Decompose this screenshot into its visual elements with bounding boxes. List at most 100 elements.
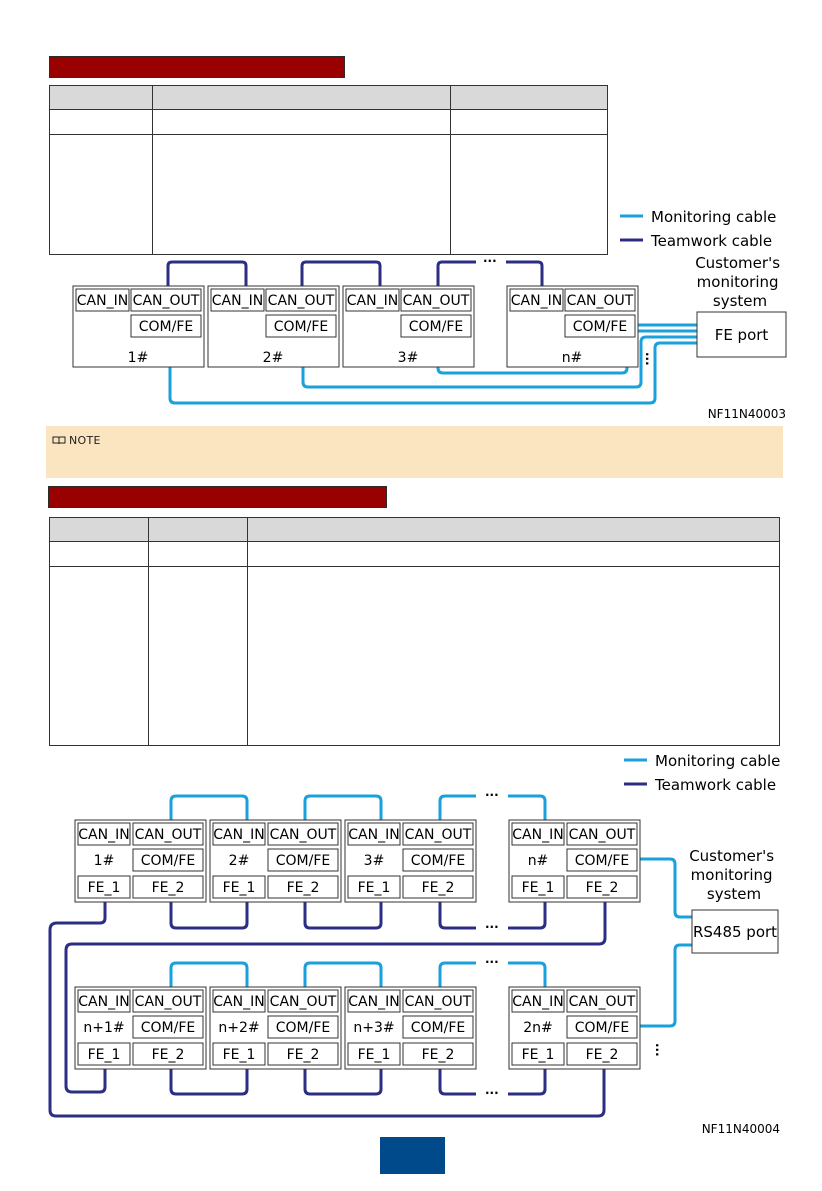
unit-box: CAN_IN CAN_OUT COM/FE 3# xyxy=(342,285,475,368)
unit-label: n# xyxy=(562,350,583,366)
com-fe-port: COM/FE xyxy=(411,853,466,869)
com-fe-port: COM/FE xyxy=(575,853,630,869)
monitoring-cable xyxy=(168,338,697,405)
unit-label: 1# xyxy=(94,853,115,869)
fe1-port: FE_1 xyxy=(522,880,555,896)
fe2-port: FE_2 xyxy=(422,1047,455,1063)
fe2-port: FE_2 xyxy=(287,1047,320,1063)
can-out-port: CAN_OUT xyxy=(569,827,636,843)
unit-label: n+2# xyxy=(218,1020,259,1036)
fe1-port: FE_1 xyxy=(88,880,121,896)
com-fe-port: COM/FE xyxy=(575,1020,630,1036)
note-heading: NOTE xyxy=(52,434,101,447)
unit-box: CAN_IN CAN_OUT 2n# COM/FE FE_1 FE_2 xyxy=(508,986,641,1070)
fe-cable xyxy=(48,898,606,1118)
com-fe-port: COM/FE xyxy=(274,319,329,335)
unit-box: CAN_IN CAN_OUT COM/FE 1# xyxy=(72,285,205,368)
table-cell xyxy=(450,109,608,135)
table-header-cell xyxy=(450,85,608,110)
can-in-port: CAN_IN xyxy=(213,994,264,1010)
table-1 xyxy=(49,85,608,255)
com-fe-port: COM/FE xyxy=(573,319,628,335)
fe-port-box xyxy=(696,311,787,358)
monitoring-cable xyxy=(637,857,692,919)
can-out-port: CAN_OUT xyxy=(133,293,200,309)
unit-label: 3# xyxy=(398,350,419,366)
customer-label-line: system xyxy=(713,292,767,310)
note-label: NOTE xyxy=(69,434,101,447)
fe2-port: FE_2 xyxy=(152,880,185,896)
fe-cable xyxy=(169,1065,249,1096)
table-cell xyxy=(49,109,153,135)
table-2 xyxy=(49,517,780,746)
figure-id: NF11N40004 xyxy=(702,1122,780,1136)
can-cable xyxy=(508,794,547,822)
can-out-port: CAN_OUT xyxy=(270,994,337,1010)
table-header-row xyxy=(49,85,608,110)
legend-monitoring-label: Monitoring cable xyxy=(655,752,780,770)
can-in-port: CAN_IN xyxy=(347,293,398,309)
table-header-cell xyxy=(148,517,248,542)
table-header-cell xyxy=(247,517,780,542)
unit-label: 1# xyxy=(128,350,149,366)
customer-system-label: Customer's monitoring system xyxy=(695,254,785,310)
unit-box: CAN_IN CAN_OUT n+2# COM/FE FE_1 FE_2 xyxy=(209,986,342,1070)
table-cell xyxy=(148,566,248,746)
can-in-port: CAN_IN xyxy=(348,827,399,843)
fe2-port: FE_2 xyxy=(152,1047,185,1063)
table-cell xyxy=(247,541,780,567)
can-cable xyxy=(438,961,476,989)
fe2-port: FE_2 xyxy=(586,880,619,896)
ellipsis: ··· xyxy=(483,254,497,268)
com-fe-port: COM/FE xyxy=(141,1020,196,1036)
unit-box: CAN_IN CAN_OUT COM/FE n# xyxy=(506,285,639,368)
teamwork-cable xyxy=(436,260,476,288)
can-out-port: CAN_OUT xyxy=(569,994,636,1010)
fe-cable xyxy=(303,1065,383,1096)
ellipsis: ··· xyxy=(485,1086,499,1100)
fe2-port: FE_2 xyxy=(287,880,320,896)
fe1-port: FE_1 xyxy=(88,1047,121,1063)
legend-monitoring-label: Monitoring cable xyxy=(651,208,776,226)
table-cell xyxy=(152,109,451,135)
unit-box: CAN_IN CAN_OUT 3# COM/FE FE_1 FE_2 xyxy=(344,819,477,903)
fe1-port: FE_1 xyxy=(223,880,256,896)
fe-cable xyxy=(169,898,249,930)
com-fe-port: COM/FE xyxy=(411,1020,466,1036)
can-cable xyxy=(169,794,249,822)
fe2-port: FE_2 xyxy=(422,880,455,896)
book-icon xyxy=(52,436,66,445)
fe-cable xyxy=(508,898,547,930)
customer-label-line: Customer's xyxy=(689,847,774,865)
fe-cable xyxy=(303,898,383,930)
table-cell xyxy=(49,541,149,567)
unit-label: 2# xyxy=(229,853,250,869)
fe1-port: FE_1 xyxy=(522,1047,555,1063)
can-in-port: CAN_IN xyxy=(512,827,563,843)
ellipsis: ··· xyxy=(485,955,499,969)
can-out-port: CAN_OUT xyxy=(405,827,472,843)
unit-label: n# xyxy=(528,853,549,869)
rs485-port-label: RS485 port xyxy=(693,923,777,941)
com-fe-port: COM/FE xyxy=(276,853,331,869)
unit-box: CAN_IN CAN_OUT 1# COM/FE FE_1 FE_2 xyxy=(74,819,207,903)
legend-teamwork-label: Teamwork cable xyxy=(650,232,772,250)
unit-box: CAN_IN CAN_OUT n+3# COM/FE FE_1 FE_2 xyxy=(344,986,477,1070)
customer-system-label: Customer's monitoring system xyxy=(689,847,779,903)
com-fe-port: COM/FE xyxy=(276,1020,331,1036)
fe-cable xyxy=(438,1065,476,1096)
com-fe-port: COM/FE xyxy=(141,853,196,869)
can-in-port: CAN_IN xyxy=(213,827,264,843)
can-in-port: CAN_IN xyxy=(512,994,563,1010)
unit-label: 3# xyxy=(364,853,385,869)
table-cell xyxy=(247,566,780,746)
unit-box: CAN_IN CAN_OUT n+1# COM/FE FE_1 FE_2 xyxy=(74,986,207,1070)
fe1-port: FE_1 xyxy=(358,880,391,896)
can-out-port: CAN_OUT xyxy=(135,994,202,1010)
fe1-port: FE_1 xyxy=(358,1047,391,1063)
legend-teamwork-label: Teamwork cable xyxy=(654,776,776,794)
can-out-port: CAN_OUT xyxy=(268,293,335,309)
table-cell xyxy=(49,566,149,746)
vertical-ellipsis: ··· xyxy=(650,1043,664,1057)
rs485-port-box xyxy=(691,909,779,954)
